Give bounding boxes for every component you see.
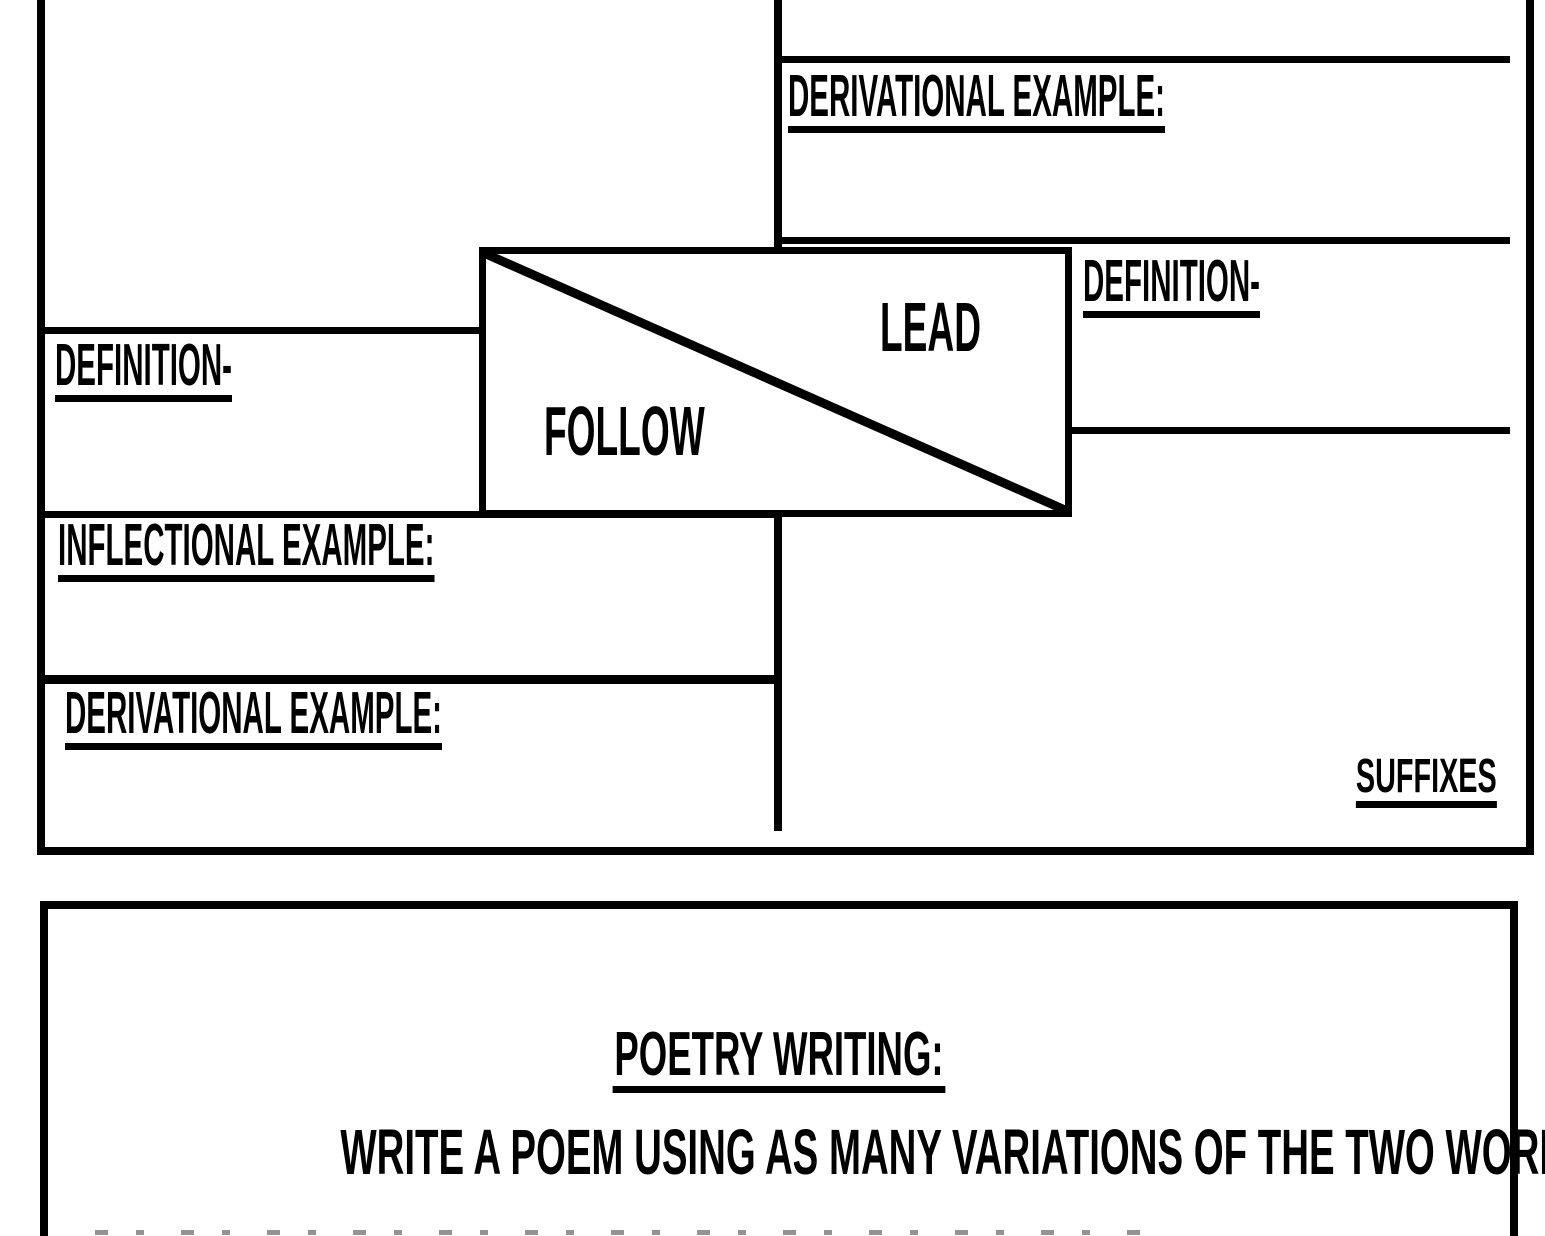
definition-left-label: DEFINITION- — [55, 336, 232, 402]
grid-divider-definition-right-bottom — [1066, 427, 1510, 434]
derivational-example-right-label: DERIVATIONAL EXAMPLE: — [788, 67, 1165, 133]
blank-cell-top-right — [782, 0, 1510, 56]
grid-divider-derivational-right-bottom — [774, 237, 1510, 244]
definition-right-cell: DEFINITION- — [1073, 244, 1510, 427]
inflectional-example-cell: INFLECTIONAL EXAMPLE: — [45, 516, 774, 675]
definition-left-cell: DEFINITION- — [45, 334, 479, 511]
derivational-example-right-cell: DERIVATIONAL EXAMPLE: — [782, 63, 1510, 237]
suffixes-cell: SUFFIXES — [782, 434, 1510, 831]
poetry-title-row: POETRY WRITING: — [348, 1024, 1211, 1093]
poetry-writing-title: POETRY WRITING: — [612, 1024, 946, 1093]
follow-word: FOLLOW — [544, 392, 705, 470]
poetry-writing-box: POETRY WRITING: WRITE A POEM USING AS MA… — [40, 901, 1545, 1236]
grid-divider-inflectional-top — [45, 511, 774, 518]
vocab-grid-outer-box — [37, 0, 1534, 855]
lead-word: LEAD — [880, 288, 981, 366]
diagonal-divider-line — [486, 254, 1065, 510]
word-pair-box: LEAD FOLLOW — [479, 247, 1072, 517]
derivational-example-left-label: DERIVATIONAL EXAMPLE: — [65, 684, 442, 750]
suffixes-label: SUFFIXES — [1356, 753, 1497, 808]
derivational-example-left-cell: DERIVATIONAL EXAMPLE: — [45, 684, 774, 831]
inflectional-example-label: INFLECTIONAL EXAMPLE: — [58, 516, 435, 582]
grid-divider-top-right — [774, 56, 1510, 63]
grid-divider-derivational-left-top — [45, 675, 774, 684]
clipped-text-tops — [95, 1230, 1155, 1235]
poetry-instruction-line: WRITE A POEM USING AS MANY VARIATIONS OF… — [340, 1116, 1545, 1188]
grid-divider-definition-left-top — [45, 327, 479, 334]
definition-right-label: DEFINITION- — [1083, 252, 1260, 318]
